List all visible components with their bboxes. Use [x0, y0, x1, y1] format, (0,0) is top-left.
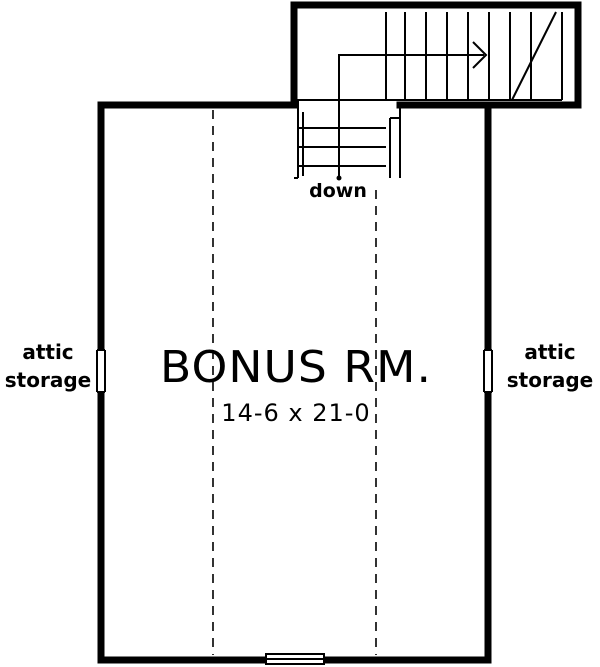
room-dimensions: 14-6 x 21-0 [221, 399, 370, 427]
stair-inner-line [297, 12, 387, 108]
left-window [96, 349, 106, 393]
left-storage-label: storage [5, 368, 91, 392]
stair-enclosure [290, 1, 582, 109]
stair-direction-arrow [336, 41, 488, 181]
room-name: BONUS RM. [160, 342, 432, 393]
stair-enclosure-outline [290, 1, 582, 109]
right-attic-label: attic [524, 340, 575, 364]
left-attic-label: attic [22, 340, 73, 364]
stair-down-label: down [309, 180, 367, 202]
right-storage-label: storage [507, 368, 593, 392]
right-window [483, 349, 493, 393]
bottom-window [265, 652, 325, 665]
stair-lower-run [294, 108, 401, 179]
